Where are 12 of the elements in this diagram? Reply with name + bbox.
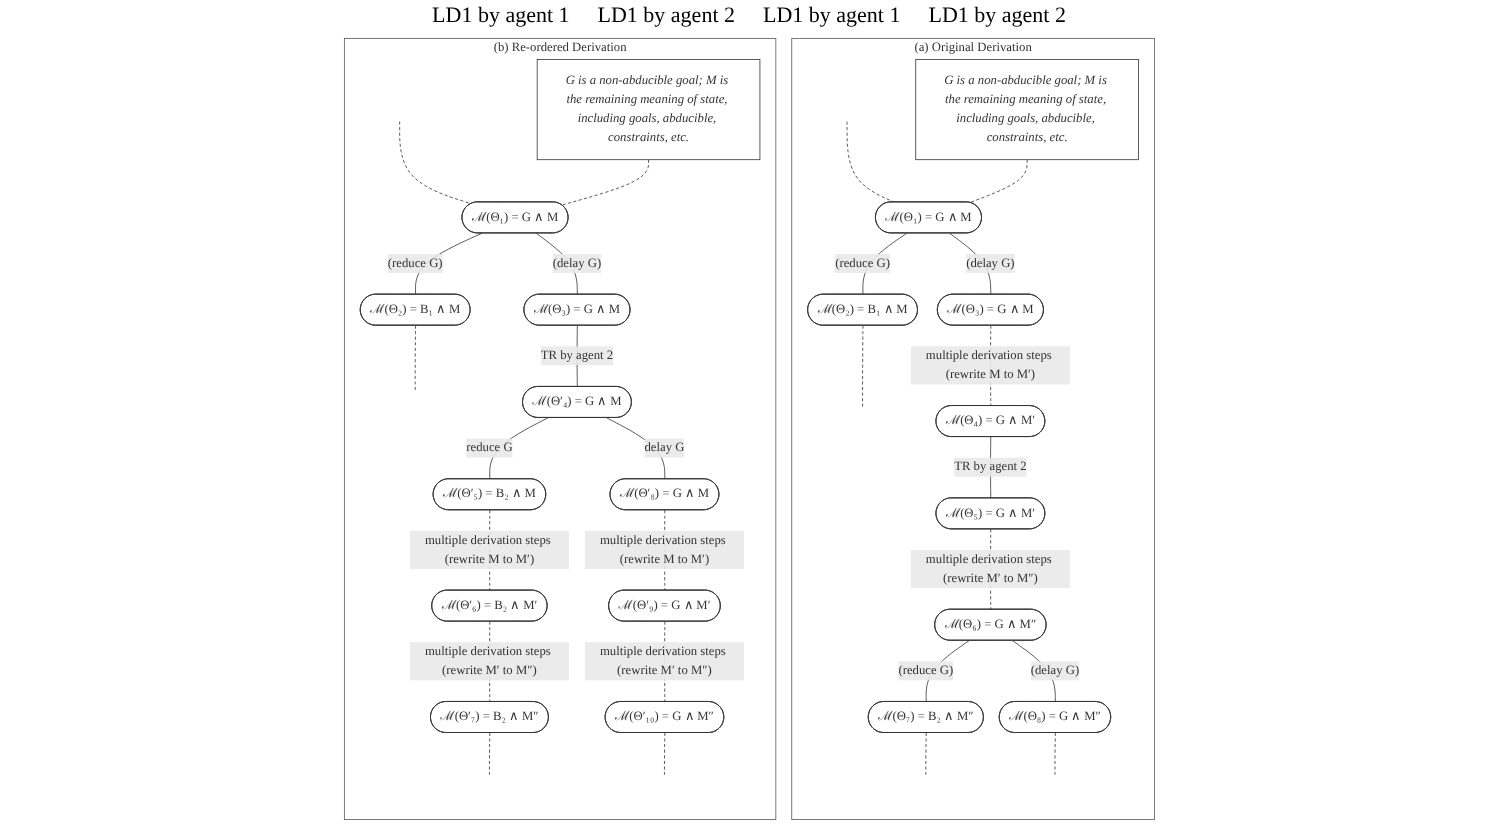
connector [488, 417, 548, 480]
annotation-text: LD1 by agent 2 [928, 4, 1066, 28]
annotation-text: LD1 by agent 1 [432, 4, 570, 28]
connector [846, 121, 895, 203]
connector [561, 159, 649, 206]
annotation-text: LD1 by agent 1 [763, 4, 901, 28]
annotation-text: LD1 by agent 2 [597, 4, 735, 28]
connector [605, 417, 665, 480]
connector [398, 121, 472, 205]
connector [861, 325, 863, 410]
connector [414, 325, 416, 391]
connector [968, 159, 1028, 204]
